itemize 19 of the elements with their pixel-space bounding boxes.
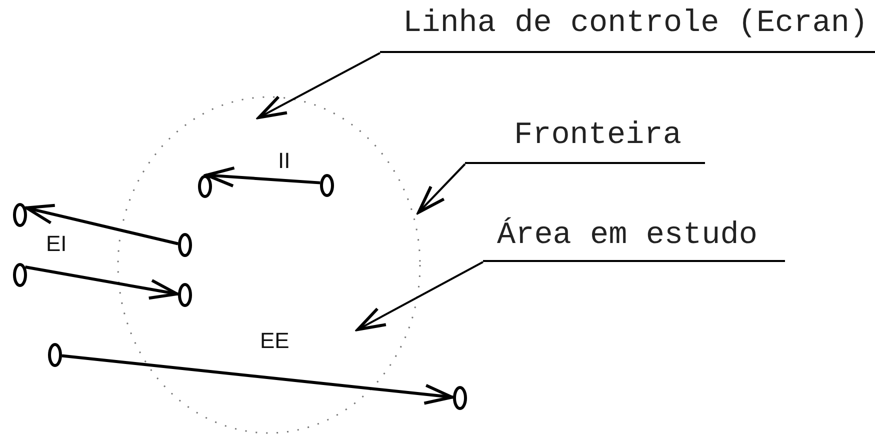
leader-line [417,163,466,214]
endpoint-oval [198,175,212,198]
endpoint-oval [320,174,334,197]
endpoint-oval [48,343,62,367]
endpoint-oval [178,283,192,307]
arrow [62,354,454,405]
arrow [24,266,179,300]
boundary-ellipse [116,95,422,435]
arrow [205,166,320,188]
endpoint-oval [13,203,27,227]
flow-label: EI [46,233,67,255]
leader-line [257,52,380,120]
endpoint-oval [13,263,27,287]
leader-line [356,261,484,332]
arrow [25,204,178,246]
endpoint-oval [453,386,467,410]
endpoint-oval [178,233,192,257]
callout-text: Fronteira [514,120,682,151]
callout-text: Linha de controle (Ecran) [403,8,868,39]
